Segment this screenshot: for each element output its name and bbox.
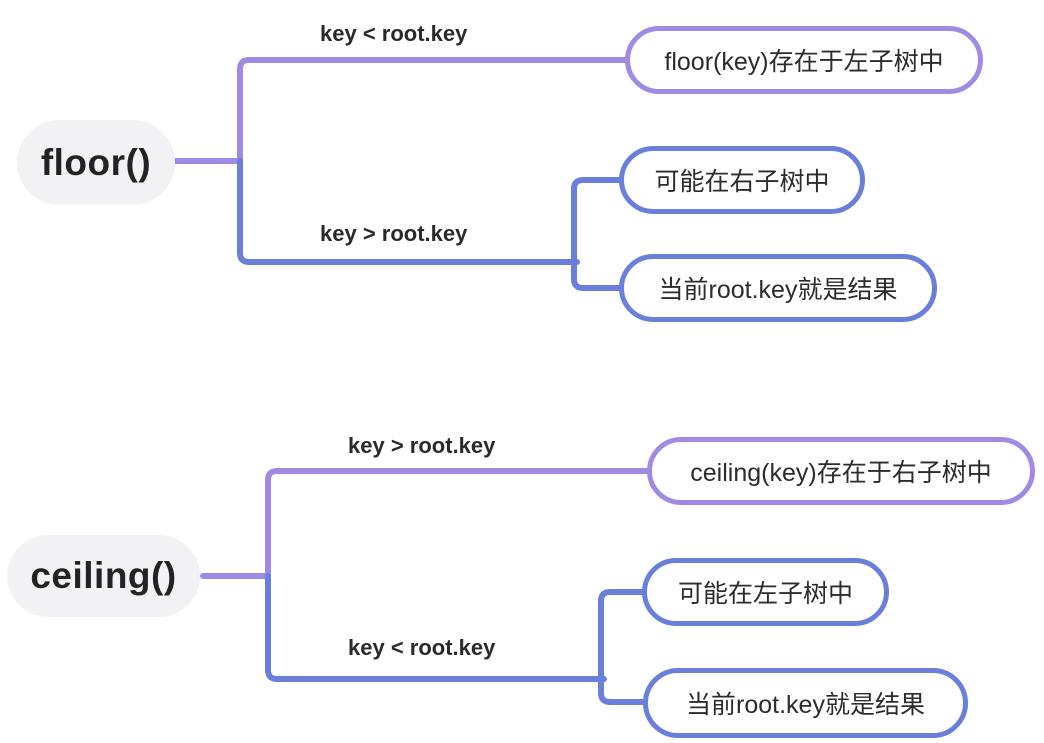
ceiling-purple-connector bbox=[200, 468, 652, 579]
floor-blue-children-elbow bbox=[571, 177, 624, 291]
floor-purple-connector bbox=[172, 57, 630, 164]
node-floor-key-in-left-subtree[interactable]: floor(key)存在于左子树中 bbox=[625, 26, 983, 94]
ceiling-blue-children-elbow bbox=[598, 589, 651, 705]
branch-label-floor-key-gt: key > root.key bbox=[320, 221, 468, 246]
branch-label-floor-key-lt: key < root.key bbox=[320, 21, 468, 46]
node-ceiling-key-in-right-subtree[interactable]: ceiling(key)存在于右子树中 bbox=[647, 437, 1035, 505]
node-floor-maybe-right-subtree[interactable]: 可能在右子树中 bbox=[619, 146, 865, 214]
branch-label-ceiling-key-gt: key > root.key bbox=[348, 433, 496, 458]
root-node-floor[interactable]: floor() bbox=[17, 120, 175, 205]
root-node-ceiling[interactable]: ceiling() bbox=[7, 535, 200, 617]
branch-label-ceiling-key-lt: key < root.key bbox=[348, 635, 496, 660]
ceiling-blue-connector bbox=[265, 573, 607, 682]
node-ceiling-maybe-left-subtree[interactable]: 可能在左子树中 bbox=[642, 558, 889, 626]
node-floor-current-root-is-result[interactable]: 当前root.key就是结果 bbox=[619, 254, 937, 322]
node-ceiling-current-root-is-result[interactable]: 当前root.key就是结果 bbox=[643, 668, 968, 738]
